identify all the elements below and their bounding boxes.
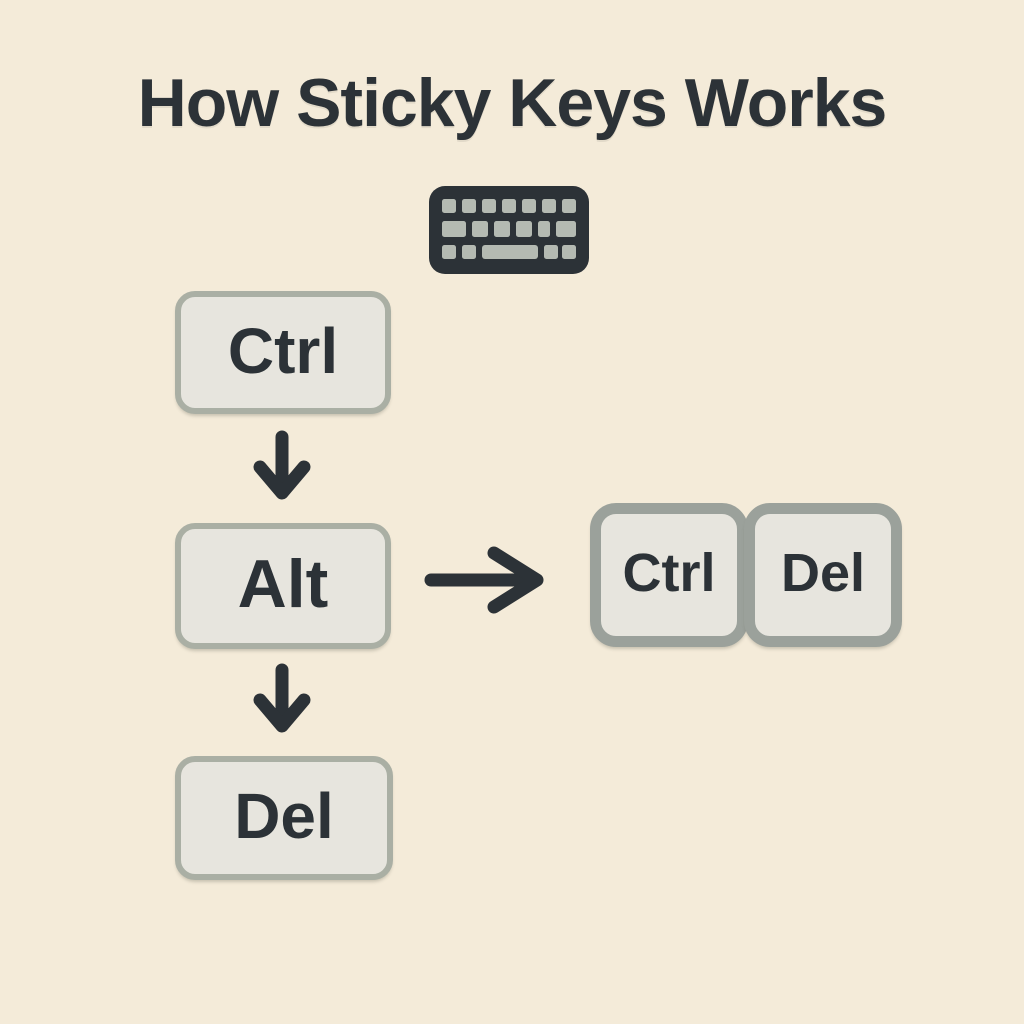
- keyboard-icon: [429, 186, 589, 274]
- key-ctrl-label: Ctrl: [227, 314, 339, 387]
- arrow-down-icon: [253, 430, 311, 500]
- key-ctrl: Ctrl: [175, 291, 391, 414]
- key-alt: Alt: [175, 523, 391, 649]
- combo-key-del: Del: [744, 503, 902, 647]
- result-key-combo: Ctrl Del: [590, 503, 902, 647]
- arrow-right-icon: [424, 546, 544, 614]
- key-del: Del: [175, 756, 393, 880]
- key-alt-label: Alt: [237, 546, 329, 622]
- combo-key-ctrl: Ctrl: [590, 503, 748, 647]
- combo-key-ctrl-label: Ctrl: [622, 543, 716, 603]
- combo-key-del-label: Del: [780, 543, 866, 603]
- key-del-label: Del: [234, 780, 334, 852]
- arrow-down-icon: [253, 663, 311, 733]
- page-title: How Sticky Keys Works: [137, 65, 888, 141]
